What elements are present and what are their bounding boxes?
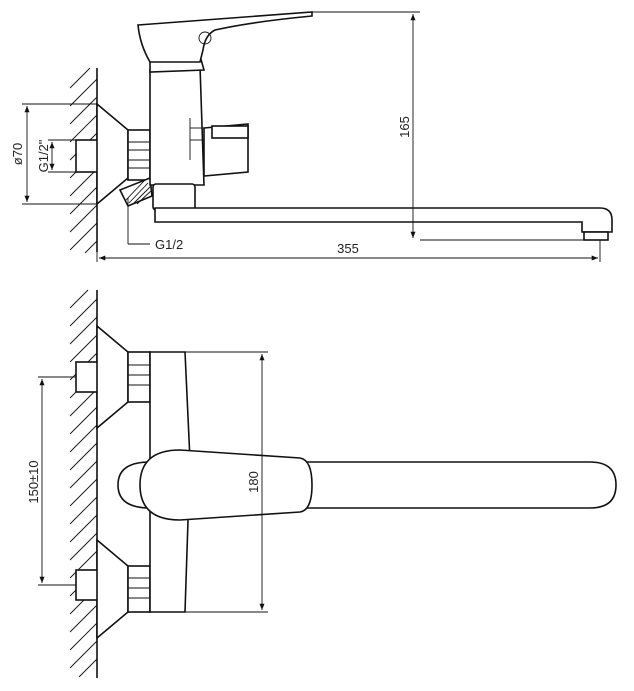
aerator — [583, 231, 609, 241]
spout-collar — [152, 183, 196, 211]
height-dim-label: 165 — [397, 116, 412, 138]
height-dimension: 165 — [312, 11, 590, 241]
lever-top — [139, 449, 313, 521]
flange-dim-label: ø70 — [10, 143, 25, 165]
lever-handle — [137, 11, 313, 63]
length-dim-label: 355 — [337, 241, 359, 256]
flange-dimension: ø70 — [10, 103, 97, 205]
mixer-body — [149, 65, 205, 186]
hex-nut — [127, 129, 151, 181]
diverter-knob — [190, 123, 249, 177]
body-dimension: 180 — [185, 351, 268, 613]
aerator-thread-label: G1/2 — [155, 237, 183, 252]
inlet-thread-label: G1/2" — [36, 139, 51, 172]
body-dim-label: 180 — [246, 471, 261, 493]
inlet-pipe — [75, 139, 99, 173]
side-view: 165 355 ø70 G1/2" G1/2 — [10, 11, 613, 262]
top-view: 150±10 180 — [26, 289, 617, 678]
aerator-thread-leader: G1/2 — [127, 198, 183, 252]
spacing-dim-label: 150±10 — [26, 460, 41, 503]
aerator-thread — [118, 176, 153, 208]
spacing-dimension: 150±10 — [26, 376, 76, 586]
upper-connection — [75, 324, 151, 430]
inlet-thread-dimension: G1/2" — [36, 139, 76, 173]
length-dimension: 355 — [96, 240, 601, 262]
lower-connection — [75, 538, 151, 640]
wall-hatch-bottom — [69, 289, 98, 678]
spout — [154, 207, 613, 233]
